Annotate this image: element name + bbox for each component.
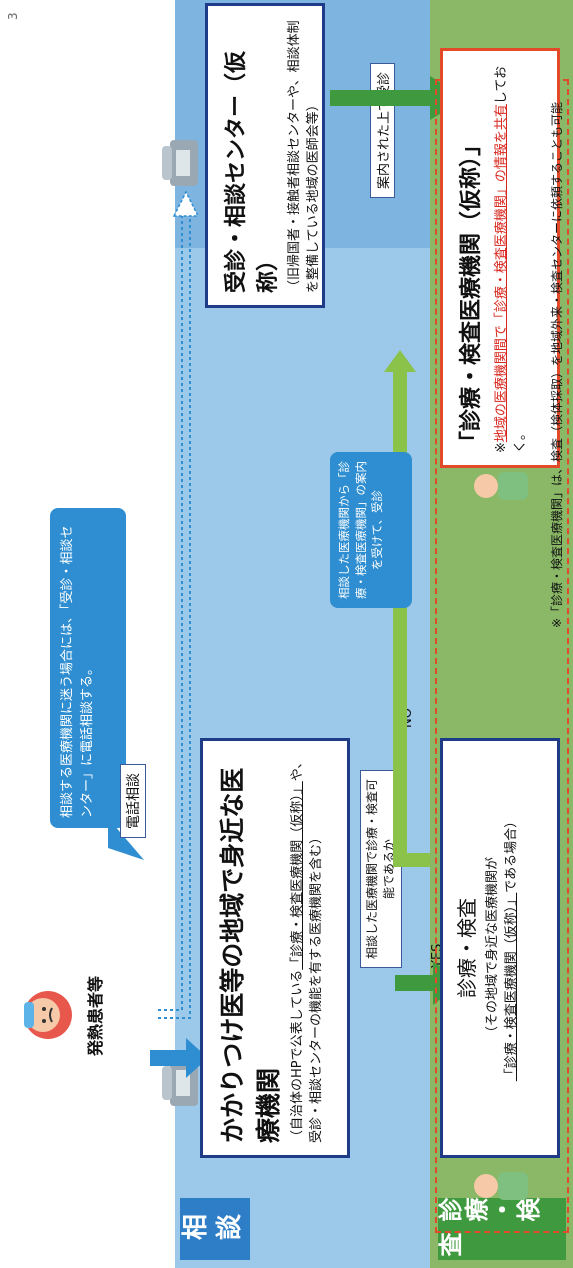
doctor-icon-right — [470, 464, 530, 508]
local-clinic-title: かかりつけ医等の地域で身近な医療機関 — [218, 767, 283, 1143]
side-label-soudan: 相談 — [180, 1198, 250, 1260]
consult-center-title: 受診・相談センター（仮称） — [224, 50, 281, 293]
callout-center-advice: 相談する医療機関に迷う場合には、「受診・相談センター」に電話相談する。 — [50, 508, 126, 828]
local-clinic-body: （自治体のHPで公表している「診療・検査医療機関（仮称）」や、受診・相談センター… — [290, 755, 324, 1143]
phone-consult-tag: 電話相談 — [120, 764, 146, 838]
patient-icon — [10, 980, 80, 1050]
exam-body: （その地域で身近な医療機関が「診療・検査医療機関（仮称）」である場合） — [485, 814, 519, 1082]
arrow-to-clinic — [150, 1038, 208, 1078]
designated-clinic-title: 「診療・検査医療機関（仮称）」 — [459, 133, 484, 453]
exam-title: 診療・検査 — [455, 898, 479, 998]
consult-center-box: 受診・相談センター（仮称） （旧帰国者・接触者相談センターや、相談体制を整備して… — [205, 3, 325, 308]
arrow-center-to-exam — [330, 76, 466, 120]
doctor-icon-left — [470, 1164, 530, 1208]
patient-label: 発熱患者等 — [86, 975, 105, 1056]
telephone-icon-right — [160, 138, 200, 188]
callout-pointer — [108, 818, 144, 860]
page-number: 3 — [6, 12, 20, 20]
arrow-no-to-clinic — [384, 350, 430, 867]
designated-clinic-box: 「診療・検査医療機関（仮称）」 ※地域の医療機関間で「診療・検査医療機関」の情報… — [440, 48, 560, 468]
designated-clinic-note: ※地域の医療機関間で「診療・検査医療機関」の情報を共有しておく。 — [494, 65, 528, 453]
dotted-arrow-to-center — [158, 190, 200, 1019]
local-clinic-box: かかりつけ医等の地域で身近な医療機関 （自治体のHPで公表している「診療・検査医… — [200, 738, 350, 1158]
exam-box: 診療・検査 （その地域で身近な医療機関が「診療・検査医療機関（仮称）」である場合… — [440, 738, 560, 1158]
footnote: ※「診療・検査医療機関」は、検査（検体採取）を地域外来・検査センターに依頼するこ… — [550, 101, 564, 628]
consult-center-body: （旧帰国者・接触者相談センターや、相談体制を整備している地域の医師会等） — [287, 20, 321, 293]
callout-referral: 相談した医療機関から「診療・検査医療機関」の案内を受けて、受診 — [330, 452, 412, 608]
